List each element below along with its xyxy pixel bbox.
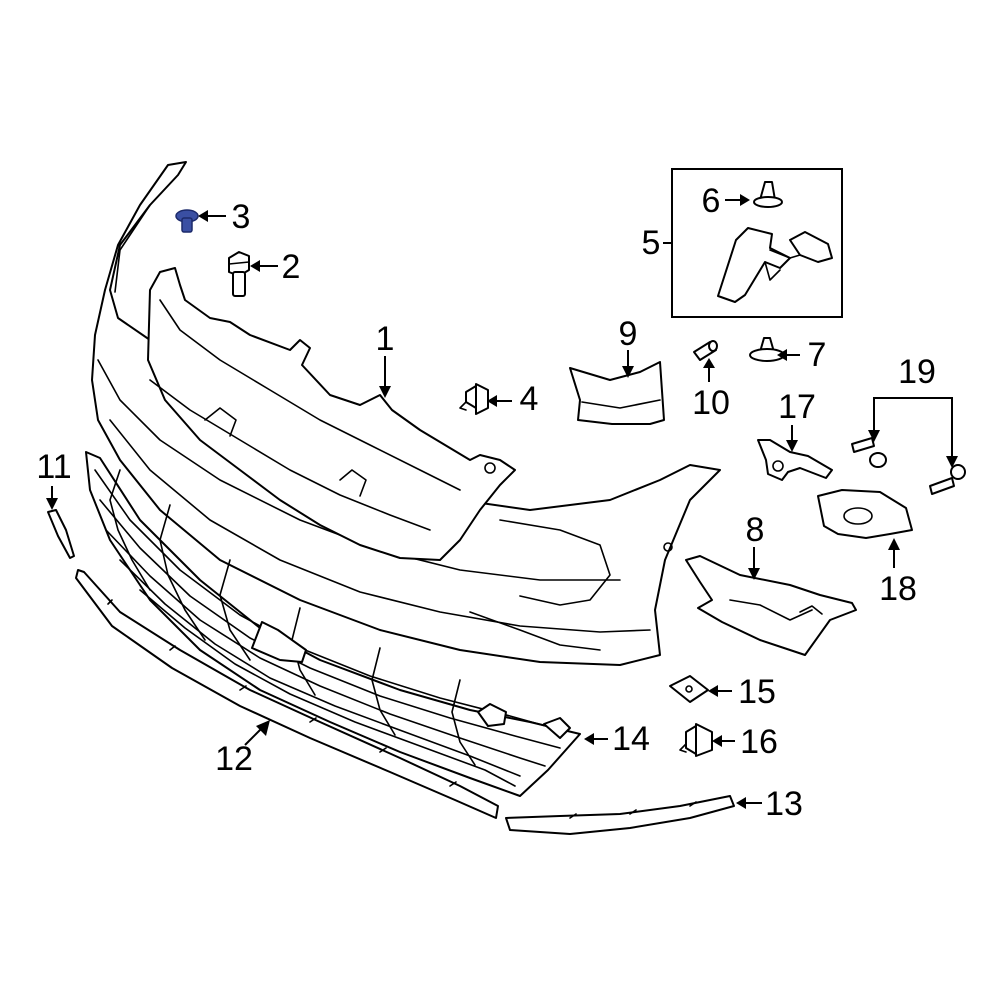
part-5-bracket-assembly[interactable] bbox=[671, 168, 843, 318]
part-4-push-clip[interactable] bbox=[459, 383, 489, 415]
callout-5: 5 bbox=[642, 224, 661, 262]
part-15-nut[interactable] bbox=[669, 675, 709, 703]
callout-16: 16 bbox=[740, 723, 778, 761]
part-2-bolt[interactable] bbox=[228, 251, 250, 297]
part-12-lower-strip[interactable] bbox=[75, 569, 499, 819]
part-19-screw-lower[interactable] bbox=[929, 464, 966, 495]
callout-12: 12 bbox=[215, 740, 253, 778]
callout-4: 4 bbox=[520, 380, 539, 418]
callout-3: 3 bbox=[232, 198, 251, 236]
part-19-screw-upper[interactable] bbox=[851, 437, 887, 468]
part-7-fastener[interactable] bbox=[749, 337, 785, 362]
callout-1: 1 bbox=[376, 320, 395, 358]
callout-9: 9 bbox=[619, 315, 638, 353]
part-9-reinforcement[interactable] bbox=[569, 361, 665, 425]
part-11-trim[interactable] bbox=[47, 509, 75, 559]
callout-18: 18 bbox=[879, 570, 917, 608]
callout-19: 19 bbox=[898, 353, 936, 391]
part-14-lower-grille[interactable] bbox=[85, 451, 581, 797]
callout-10: 10 bbox=[692, 384, 730, 422]
part-18-bezel[interactable] bbox=[817, 489, 913, 539]
part-6-fastener[interactable] bbox=[753, 181, 783, 208]
part-3-clip[interactable] bbox=[175, 209, 199, 233]
part-1-bumper-cover[interactable] bbox=[91, 161, 721, 666]
part-10-pin[interactable] bbox=[693, 340, 718, 361]
callout-15: 15 bbox=[738, 673, 776, 711]
callout-11: 11 bbox=[36, 448, 71, 486]
callout-7: 7 bbox=[808, 336, 827, 374]
leader-lines bbox=[46, 194, 958, 809]
callout-17: 17 bbox=[778, 388, 816, 426]
callout-6: 6 bbox=[702, 182, 721, 220]
part-17-bracket[interactable] bbox=[757, 439, 833, 481]
part-8-bracket[interactable] bbox=[685, 555, 857, 656]
callout-13: 13 bbox=[765, 785, 803, 823]
callout-8: 8 bbox=[746, 511, 765, 549]
part-13-lower-strip[interactable] bbox=[505, 795, 735, 835]
callout-2: 2 bbox=[282, 248, 301, 286]
callout-labels: 1 2 3 4 5 6 7 8 9 10 11 12 13 14 15 16 1… bbox=[36, 182, 936, 823]
callout-14: 14 bbox=[612, 720, 650, 758]
part-16-push-clip[interactable] bbox=[679, 723, 713, 757]
